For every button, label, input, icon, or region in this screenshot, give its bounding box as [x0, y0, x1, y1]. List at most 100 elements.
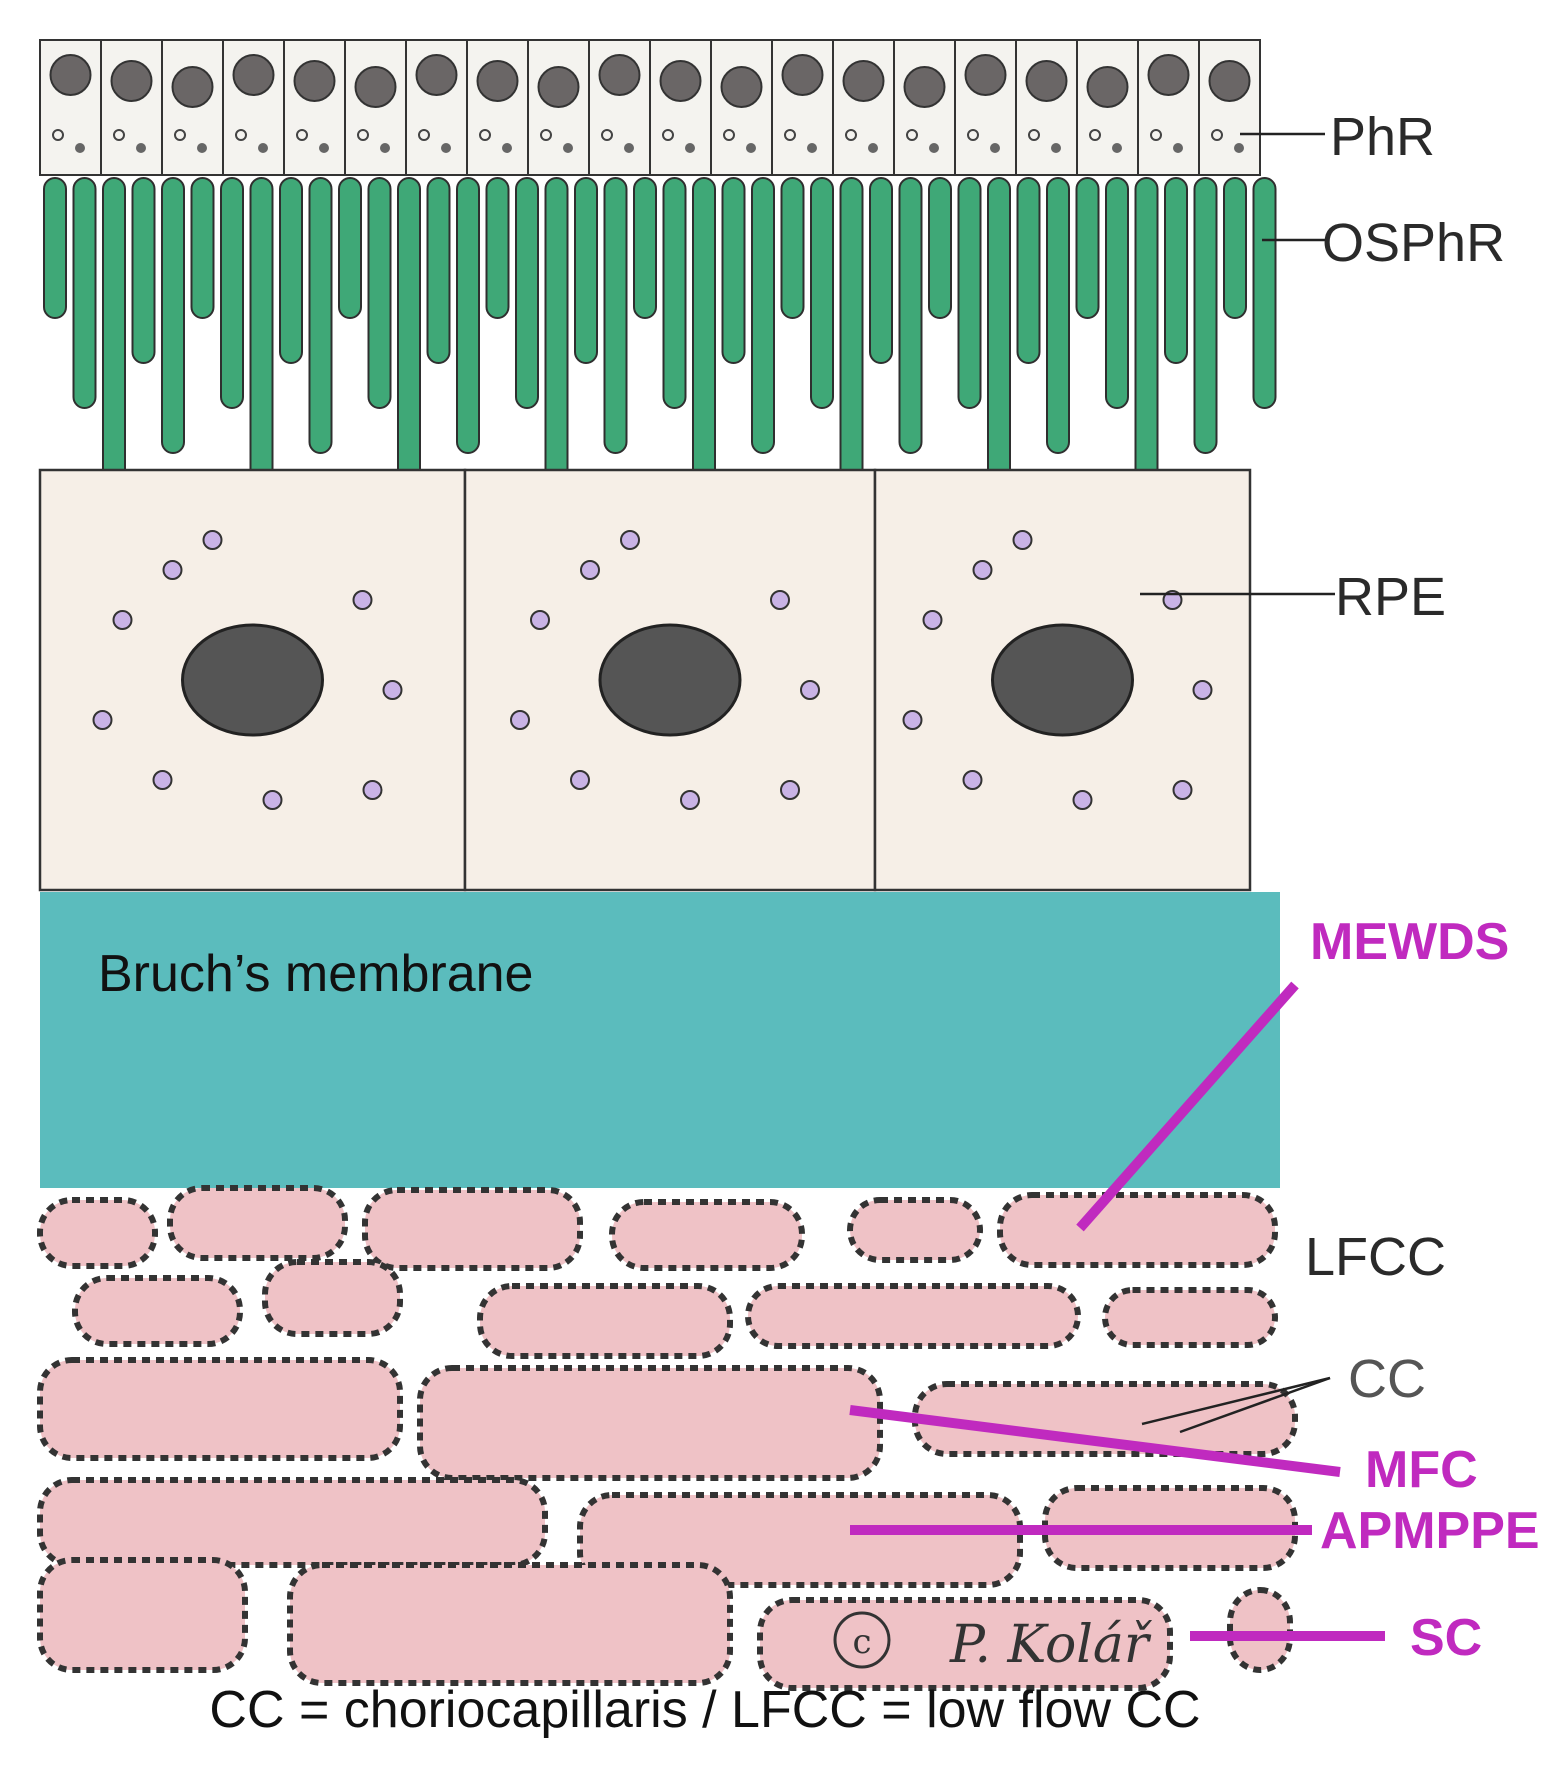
photoreceptor-granule [662, 129, 674, 141]
outer-segment [131, 177, 156, 364]
rpe-layer [38, 468, 1252, 892]
photoreceptor-granule [235, 129, 247, 141]
label-apmppe: APMPPE [1320, 1502, 1540, 1560]
pigment-granule [1192, 680, 1213, 700]
label-phr: PhR [1330, 107, 1436, 167]
outer-segment [957, 177, 982, 409]
outer-segment-layer [43, 177, 1277, 499]
photoreceptor-granule [1150, 129, 1162, 141]
rpe-nucleus [598, 623, 742, 737]
pigment-granule [162, 560, 183, 580]
outer-segment [426, 177, 451, 364]
photoreceptor-granule [868, 143, 878, 153]
photoreceptor-granule [479, 129, 491, 141]
photoreceptor-nucleus [659, 60, 702, 102]
outer-segment [780, 177, 805, 319]
outer-segment [72, 177, 97, 409]
label-lfcc: LFCC [1305, 1227, 1447, 1287]
photoreceptor-granule [197, 143, 207, 153]
rpe-nucleus [181, 623, 324, 737]
capillary-vessel [37, 1477, 548, 1568]
photoreceptor-granule [1173, 143, 1183, 153]
capillary-vessel [477, 1283, 733, 1359]
photoreceptor-granule [563, 143, 573, 153]
outer-segment [1164, 177, 1188, 364]
outer-segment [485, 177, 510, 319]
outer-segment [633, 177, 657, 319]
photoreceptor-granule [258, 143, 268, 153]
pigment-granule [262, 790, 283, 810]
figure-caption: CC = choriocapillaris / LFCC = low flow … [209, 1681, 1201, 1739]
cc-leader-1 [1141, 1376, 1331, 1426]
pigment-granule [570, 770, 590, 790]
photoreceptor-nucleus [110, 60, 153, 102]
photoreceptor-granule [845, 129, 857, 141]
photoreceptor-nucleus [1086, 66, 1129, 108]
photoreceptor-nucleus [49, 54, 92, 96]
photoreceptor-granule [296, 129, 308, 141]
pigment-granule [1072, 790, 1093, 810]
pigment-granule [902, 710, 923, 730]
capillary-vessel [847, 1197, 983, 1263]
capillary-vessel [287, 1562, 733, 1686]
photoreceptor-nucleus [293, 60, 336, 102]
outer-segment [869, 177, 893, 364]
photoreceptor-nucleus [1147, 54, 1190, 96]
outer-segment [220, 177, 244, 409]
outer-segment [1134, 177, 1159, 499]
photoreceptor-granule [75, 143, 85, 153]
outer-segment [544, 177, 569, 499]
outer-segment [43, 177, 67, 319]
photoreceptor-granule [1089, 129, 1101, 141]
capillary-vessel [1227, 1587, 1293, 1673]
capillary-vessel [609, 1199, 805, 1271]
photoreceptor-granule [906, 129, 918, 141]
pigment-granule [962, 770, 983, 790]
photoreceptor-granule [174, 129, 186, 141]
photoreceptor-nucleus [354, 66, 397, 108]
pigment-granule [620, 530, 640, 550]
pigment-granule [92, 710, 113, 730]
outer-segment [161, 177, 185, 454]
photoreceptor-granule [319, 143, 329, 153]
outer-segment [190, 177, 215, 319]
photoreceptor-granule [1028, 129, 1040, 141]
pigment-granule [1012, 530, 1033, 550]
pigment-granule [800, 680, 820, 700]
outer-segment [603, 177, 628, 454]
pigment-granule [1162, 590, 1183, 610]
outer-segment [367, 177, 392, 409]
rpe-nucleus [991, 623, 1134, 737]
label-bruch-membrane: Bruch’s membrane [98, 945, 534, 1003]
photoreceptor-nucleus [598, 54, 641, 96]
photoreceptor-nucleus [171, 66, 214, 108]
photoreceptor-granule [441, 143, 451, 153]
label-cc: CC [1348, 1349, 1426, 1409]
photoreceptor-granule [990, 143, 1000, 153]
photoreceptor-granule [1051, 143, 1061, 153]
outer-segment [279, 177, 303, 364]
photoreceptor-granule [784, 129, 796, 141]
outer-segment [1075, 177, 1100, 319]
outer-segment [1252, 177, 1277, 409]
outer-segment [662, 177, 687, 409]
photoreceptor-nucleus [903, 66, 946, 108]
photoreceptor-nucleus [720, 66, 763, 108]
outer-segment [338, 177, 362, 319]
outer-segment [1193, 177, 1218, 454]
pigment-granule [362, 780, 383, 800]
capillary-vessel [417, 1365, 883, 1481]
label-mewds: MEWDS [1310, 913, 1510, 971]
capillary-vessel [167, 1185, 348, 1261]
photoreceptor-granule [502, 143, 512, 153]
outer-segment [839, 177, 864, 499]
photoreceptor-granule [1234, 143, 1244, 153]
pigment-granule [680, 790, 700, 810]
photoreceptor-granule [52, 129, 64, 141]
pigment-granule [1172, 780, 1193, 800]
leader-lines [849, 132, 1385, 1641]
photoreceptor-granule [624, 143, 634, 153]
outer-segment [721, 177, 746, 364]
photoreceptor-granule [1211, 129, 1223, 141]
outer-segment [1105, 177, 1129, 409]
